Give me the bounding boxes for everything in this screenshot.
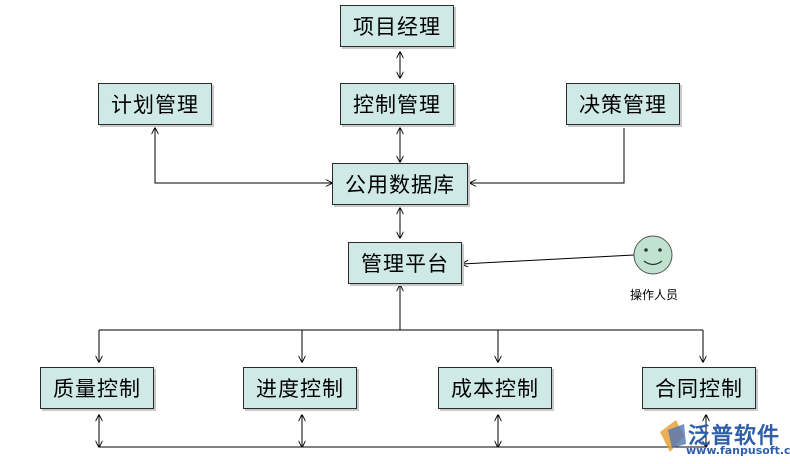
node-plan-management: 计划管理: [98, 83, 212, 125]
node-project-manager: 项目经理: [340, 5, 454, 47]
brand-logo-icon: [660, 420, 686, 452]
smiley-face-icon: [633, 235, 673, 275]
connector-decision-db: [470, 128, 625, 183]
brand-url: www.fanpusoft.com: [686, 444, 790, 457]
connector-operator-platform: [462, 254, 635, 264]
node-quality-control: 质量控制: [40, 367, 154, 409]
node-contract-control: 合同控制: [642, 367, 756, 409]
node-public-database: 公用数据库: [332, 163, 468, 205]
connector-plan-db: [155, 128, 332, 183]
brand-name: 泛普软件: [688, 424, 781, 449]
node-management-platform: 管理平台: [348, 242, 462, 284]
node-control-management: 控制管理: [340, 83, 454, 125]
node-decision-management: 决策管理: [566, 83, 680, 125]
node-cost-control: 成本控制: [438, 367, 552, 409]
node-progress-control: 进度控制: [243, 367, 357, 409]
operator-label: 操作人员: [630, 288, 679, 302]
